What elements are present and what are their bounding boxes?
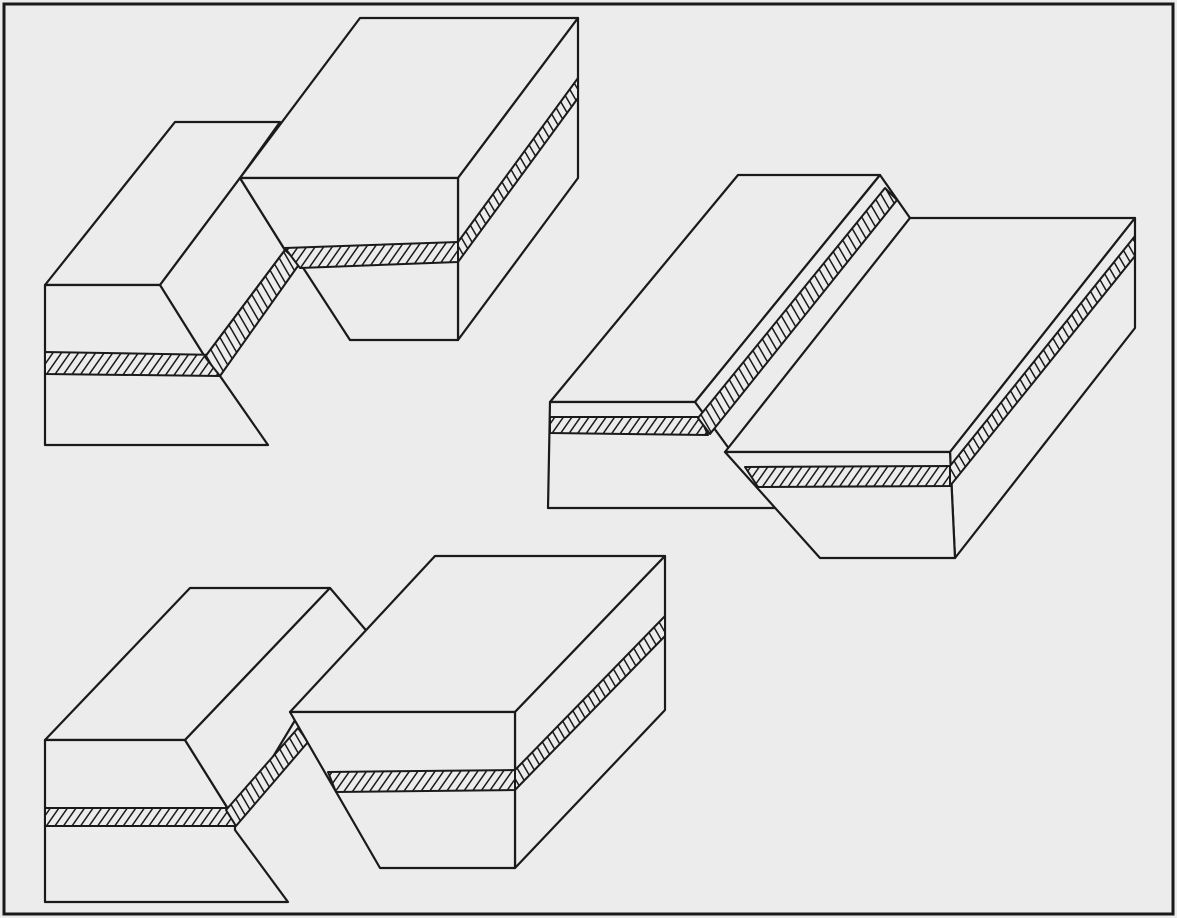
block-1-left-bed-front [45, 352, 220, 376]
block-2-back-bed-front [550, 417, 708, 435]
block-3-right-bed-front [328, 770, 515, 792]
block-2-front-bed-front [745, 466, 950, 487]
block-3-left-bed-front [45, 808, 235, 826]
